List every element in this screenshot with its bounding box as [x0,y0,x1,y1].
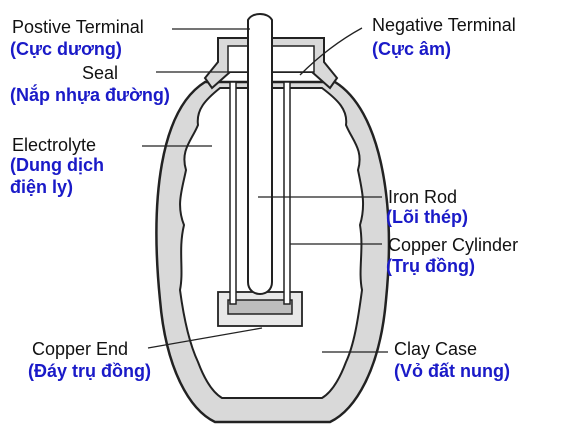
electrolyte-label: Electrolyte [12,135,97,155]
copper-cylinder-vi-label: (Trụ đồng) [386,256,475,276]
leader-negative [299,27,363,76]
iron-rod [247,13,273,295]
negative-terminal-vi-label: (Cực âm) [372,39,452,59]
seal-vi-label: (Nắp nhựa đường) [10,85,170,105]
copper-end-label: Copper End [32,339,129,359]
leader-copper-end [147,327,263,349]
electrolyte-vi-label-2: điện ly) [10,177,74,197]
copper-cylinder-left [229,81,237,305]
copper-cylinder-right [283,81,291,305]
electrolyte-vi-label-1: (Dung dịch [10,155,104,175]
iron-rod-vi-label: (Lõi thép) [386,207,468,227]
positive-terminal-label: Postive Terminal [12,17,144,37]
copper-cylinder-label: Copper Cylinder [388,235,519,255]
clay-case-vi-label: (Vỏ đất nung) [394,361,510,381]
positive-terminal-vi-label: (Cực dương) [10,39,122,59]
copper-end-vi-label: (Đáy trụ đồng) [28,361,151,381]
iron-rod-label: Iron Rod [388,187,458,207]
seal-label: Seal [82,63,119,83]
negative-terminal-label: Negative Terminal [372,15,516,35]
copper-end-plate [227,299,293,315]
clay-case-label: Clay Case [394,339,478,359]
